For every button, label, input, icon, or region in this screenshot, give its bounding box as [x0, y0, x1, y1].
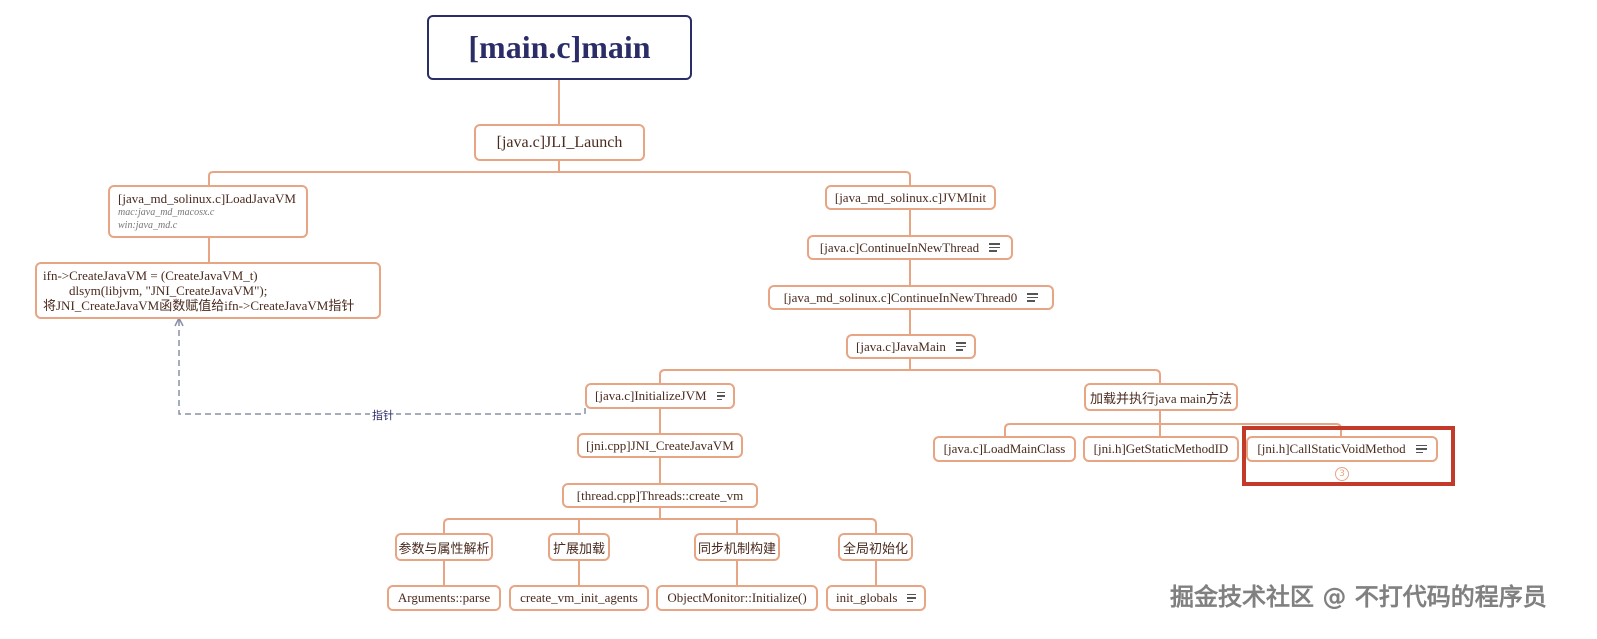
note-icon[interactable]	[989, 241, 1001, 254]
node-initialize-jvm[interactable]: [java.c]InitializeJVM	[585, 383, 735, 409]
node-jni-create-java-vm[interactable]: [jni.cpp]JNI_CreateJavaVM	[577, 433, 743, 458]
node-create-java-vm-pointer[interactable]: ifn->CreateJavaVM = (CreateJavaVM_t) dls…	[35, 262, 381, 319]
node-label: 扩展加载	[553, 540, 606, 556]
node-label: [java.c]ContinueInNewThread	[819, 239, 980, 255]
node-load-java-vm[interactable]: [java_md_solinux.c]LoadJavaVM mac:java_m…	[108, 185, 308, 238]
node-jli-launch[interactable]: [java.c]JLI_Launch	[474, 124, 645, 161]
node-label: [jni.h]GetStaticMethodID	[1093, 441, 1229, 456]
node-note-mac: mac:java_md_macosx.c	[118, 206, 215, 218]
node-label: 加载并执行java main方法	[1090, 390, 1232, 406]
node-load-exec-main[interactable]: 加载并执行java main方法	[1084, 383, 1238, 411]
pointer-link-label: 指针	[370, 407, 396, 423]
node-sync-group[interactable]: 同步机制构建	[694, 533, 780, 561]
node-label: 全局初始化	[843, 540, 909, 556]
node-java-main[interactable]: [java.c]JavaMain	[846, 334, 976, 359]
node-arguments-parse[interactable]: Arguments::parse	[387, 585, 501, 611]
node-init-globals[interactable]: init_globals	[826, 585, 926, 611]
note-icon[interactable]	[907, 592, 916, 605]
node-label: create_vm_init_agents	[520, 590, 638, 605]
node-label: [jni.cpp]JNI_CreateJavaVM	[586, 437, 734, 453]
node-object-monitor-init[interactable]: ObjectMonitor::Initialize()	[656, 585, 818, 611]
node-label: [java.c]JavaMain	[856, 338, 946, 354]
highlight-box	[1242, 426, 1455, 486]
code-line-1: ifn->CreateJavaVM = (CreateJavaVM_t)	[43, 268, 258, 283]
node-continue-in-new-thread0[interactable]: [java_md_solinux.c]ContinueInNewThread0	[768, 285, 1054, 310]
note-icon[interactable]	[955, 340, 966, 353]
node-continue-in-new-thread[interactable]: [java.c]ContinueInNewThread	[807, 235, 1013, 260]
node-create-vm-init-agents[interactable]: create_vm_init_agents	[509, 585, 649, 611]
node-label: init_globals	[836, 590, 898, 605]
node-label: [java_md_solinux.c]ContinueInNewThread0	[783, 289, 1018, 305]
note-icon[interactable]	[1415, 443, 1427, 456]
collapsed-count-badge[interactable]: 3	[1335, 467, 1349, 481]
note-icon[interactable]	[1027, 291, 1039, 304]
node-label: [jni.h]CallStaticVoidMethod	[1257, 441, 1406, 456]
node-call-static-void-method[interactable]: [jni.h]CallStaticVoidMethod	[1246, 436, 1438, 462]
node-label: [java.c]LoadMainClass	[943, 441, 1066, 456]
node-args-parse-group[interactable]: 参数与属性解析	[395, 533, 493, 561]
node-label: 参数与属性解析	[398, 540, 490, 556]
node-note-win: win:java_md.c	[118, 219, 178, 231]
root-node-main[interactable]: [main.c]main	[427, 15, 692, 80]
node-load-main-class[interactable]: [java.c]LoadMainClass	[933, 436, 1076, 462]
node-label: 同步机制构建	[698, 540, 777, 556]
node-label: [java_md_solinux.c]JVMInit	[834, 189, 987, 205]
root-node-label: [main.c]main	[468, 29, 651, 65]
node-label: [java_md_solinux.c]LoadJavaVM	[118, 190, 296, 206]
node-threads-create-vm[interactable]: [thread.cpp]Threads::create_vm	[562, 483, 758, 508]
node-label: ObjectMonitor::Initialize()	[667, 590, 807, 605]
node-label: [thread.cpp]Threads::create_vm	[576, 487, 744, 503]
code-line-3: 将JNI_CreateJavaVM函数赋值给ifn->CreateJavaVM指…	[43, 298, 355, 313]
node-get-static-method-id[interactable]: [jni.h]GetStaticMethodID	[1083, 436, 1239, 462]
node-label: Arguments::parse	[397, 590, 491, 605]
watermark: 掘金技术社区 @ 不打代码的程序员	[1170, 583, 1547, 611]
node-jvm-init[interactable]: [java_md_solinux.c]JVMInit	[825, 185, 996, 210]
node-label: [java.c]JLI_Launch	[496, 133, 623, 151]
node-global-init-group[interactable]: 全局初始化	[838, 533, 913, 561]
code-line-2: dlsym(libjvm, "JNI_CreateJavaVM");	[43, 283, 268, 298]
node-label: [java.c]InitializeJVM	[595, 388, 707, 403]
node-ext-load-group[interactable]: 扩展加载	[548, 533, 610, 561]
note-icon[interactable]	[716, 390, 725, 403]
